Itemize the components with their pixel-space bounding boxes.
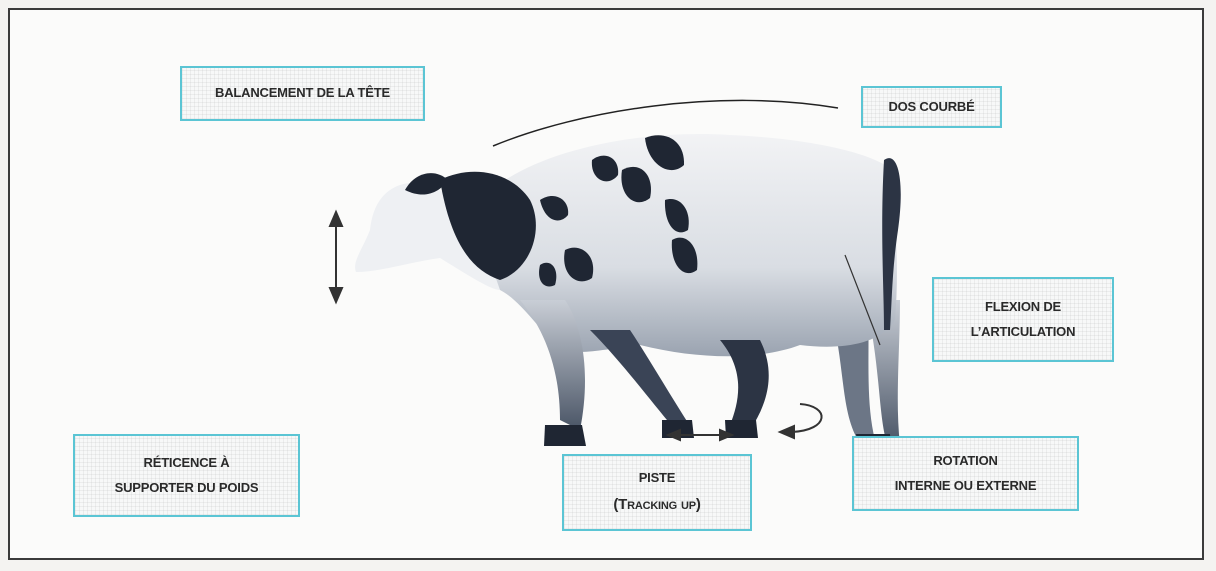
rotation-text-2: INTERNE OU EXTERNE [895,474,1037,499]
rotation-text-1: ROTATION [933,449,997,474]
arched-back-label: DOS COURBÉ [861,86,1002,128]
head-bob-arrow [330,212,342,302]
reluctance-text-1: RÉTICENCE À [144,451,230,476]
joint-flexion-text-1: FLEXION DE [985,295,1061,320]
rotation-label: ROTATION INTERNE OU EXTERNE [852,436,1079,511]
reluctance-text-2: SUPPORTER DU POIDS [115,476,259,501]
reluctance-label: RÉTICENCE À SUPPORTER DU POIDS [73,434,300,517]
joint-flexion-text-2: L’ARTICULATION [971,320,1076,345]
cow-front-hoof [544,425,586,446]
tracking-text-1: PISTE [639,466,676,491]
head-bob-text: BALANCEMENT DE LA TÊTE [215,81,390,106]
joint-flexion-label: FLEXION DE L’ARTICULATION [932,277,1114,362]
tracking-arrow [668,430,732,440]
tracking-label: PISTE (Tracking up) [562,454,752,531]
arched-back-text: DOS COURBÉ [888,95,974,120]
head-bob-label: BALANCEMENT DE LA TÊTE [180,66,425,121]
rotation-arrow [780,404,822,438]
tracking-text-2: (Tracking up) [613,491,700,520]
